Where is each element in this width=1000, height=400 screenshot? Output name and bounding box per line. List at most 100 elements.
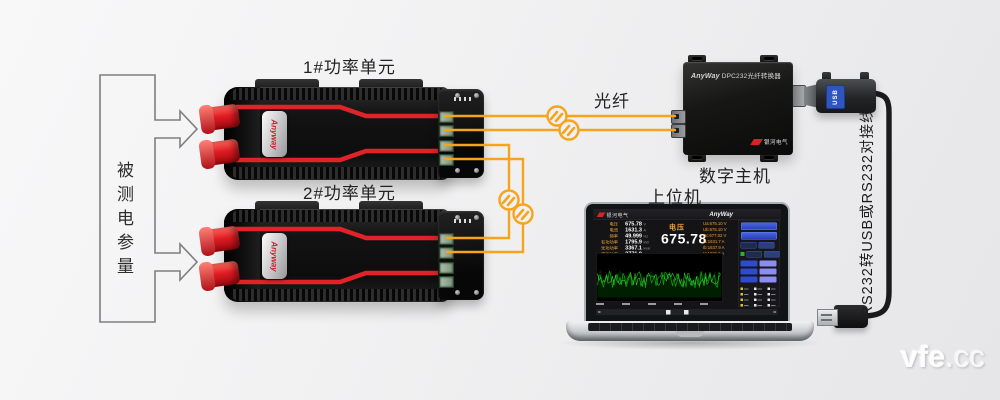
software-header: 银河电气 AnyWay: [593, 209, 781, 220]
checkbox-row: [740, 292, 780, 298]
checkbox-row: [740, 297, 780, 303]
reading-value: 1795.9: [625, 239, 642, 245]
screw-icon: [474, 168, 479, 173]
checkbox-label-mark: [771, 288, 776, 290]
panel-row: [740, 242, 780, 249]
power-unit-2: Anyway: [198, 199, 490, 305]
panel-grid-button: [759, 276, 777, 283]
unit1-label: 1#功率单元: [303, 58, 396, 77]
checkbox-label-mark: [744, 293, 749, 295]
converter-brand: AnyWay: [691, 73, 720, 80]
power-unit-left-cap: [224, 209, 260, 302]
usb-plug-tip: [817, 309, 838, 326]
panel-small-button: [746, 251, 762, 258]
red-stripes: [236, 104, 440, 163]
checkbox-row: [740, 286, 780, 292]
phase-row: Ib:1637.9 A: [703, 245, 725, 250]
screw-icon: [455, 290, 460, 295]
brand-badge: Anyway: [262, 111, 287, 157]
reading-unit: V: [643, 222, 647, 227]
scroll-handle: [684, 310, 689, 315]
fiber-coupler-icon: [558, 119, 580, 141]
mounting-tab: [688, 55, 706, 63]
power-unit-left-cap: [224, 87, 260, 180]
indicator-marks: [454, 219, 472, 223]
channel-checkbox: [767, 303, 779, 309]
usb-cable: [859, 90, 892, 319]
channel-checkbox: [754, 297, 765, 303]
converter-model: DPC232光纤转换器: [721, 73, 781, 80]
brand-logo-text: AnyWay: [709, 210, 733, 218]
mounting-tab: [688, 154, 706, 162]
status-led: [740, 252, 745, 256]
channel-checkbox: [740, 297, 752, 303]
vendor-logo: 银河电气: [596, 211, 629, 219]
digital-host-label: 数字主机: [699, 167, 771, 186]
horizontal-scrollbar: [596, 309, 778, 315]
db9-connector-face: [804, 84, 819, 108]
waveform-trace: [597, 270, 721, 289]
panel-small-button: [758, 242, 775, 249]
checkbox-label-mark: [744, 288, 749, 290]
converter-logo: 银河电气: [750, 138, 789, 146]
main-reading-label: 电压: [669, 223, 685, 231]
panel-small-button: [763, 251, 780, 258]
control-panel: [738, 220, 780, 312]
checkbox-icon: [754, 287, 757, 290]
checkbox-icon: [754, 298, 757, 301]
checkbox-label-mark: [757, 299, 762, 301]
heatsink-fins: [230, 88, 444, 100]
fiber-lines: [444, 114, 676, 254]
fiber-coupler-icon: [512, 203, 534, 225]
checkbox-icon: [754, 304, 757, 307]
checkbox-row: [740, 303, 780, 309]
screw-icon: [474, 290, 479, 295]
heatsink-fins: [230, 289, 444, 301]
converter-logo-text: 银河电气: [764, 140, 789, 146]
reading-unit: A: [643, 228, 647, 233]
mounting-tab: [760, 154, 778, 162]
checkbox-label-mark: [757, 304, 762, 306]
mounting-tab: [760, 55, 778, 63]
main-reading-value: 675.78: [661, 231, 707, 247]
heatsink-fins: [230, 210, 444, 222]
panel-button-grid: [740, 260, 780, 283]
phase-row: Ub:675.10 V: [703, 227, 727, 232]
reading-value: 49.999: [625, 233, 642, 239]
panel-button: [741, 232, 777, 240]
panel-grid-button: [740, 276, 758, 283]
laptop-lid-notch: [676, 331, 704, 337]
measured-parameters-label: 被测电参量: [114, 161, 133, 281]
screw-icon: [455, 215, 460, 220]
brand-badge: Anyway: [262, 233, 287, 279]
fiber-port: [439, 276, 454, 288]
io-panel: [438, 89, 484, 178]
checkbox-icon: [767, 304, 770, 307]
checkbox-icon: [740, 304, 743, 307]
channel-checkbox: [767, 297, 779, 303]
checkbox-icon: [767, 298, 770, 301]
checkbox-label-mark: [771, 299, 776, 301]
thumbscrew-icon: [822, 72, 831, 81]
thumbscrew-icon: [860, 72, 869, 81]
io-panel: [438, 211, 484, 300]
checkbox-icon: [740, 298, 743, 301]
fiber-port: [439, 262, 454, 274]
usb-sticker: USB: [826, 85, 845, 109]
phase-row: Ua:675.10 V: [703, 221, 727, 226]
waveform-chart: [596, 253, 723, 302]
checkbox-icon: [767, 287, 770, 290]
checkbox-icon: [754, 293, 757, 296]
laptop-keyboard: [588, 323, 792, 331]
panel-row: [740, 251, 780, 258]
power-unit-body: [224, 87, 450, 180]
red-stripes: [236, 226, 440, 285]
watermark: vfe.cc: [901, 339, 985, 375]
vendor-logo-text: 银河电气: [606, 213, 629, 219]
checkbox-label-mark: [757, 288, 762, 290]
